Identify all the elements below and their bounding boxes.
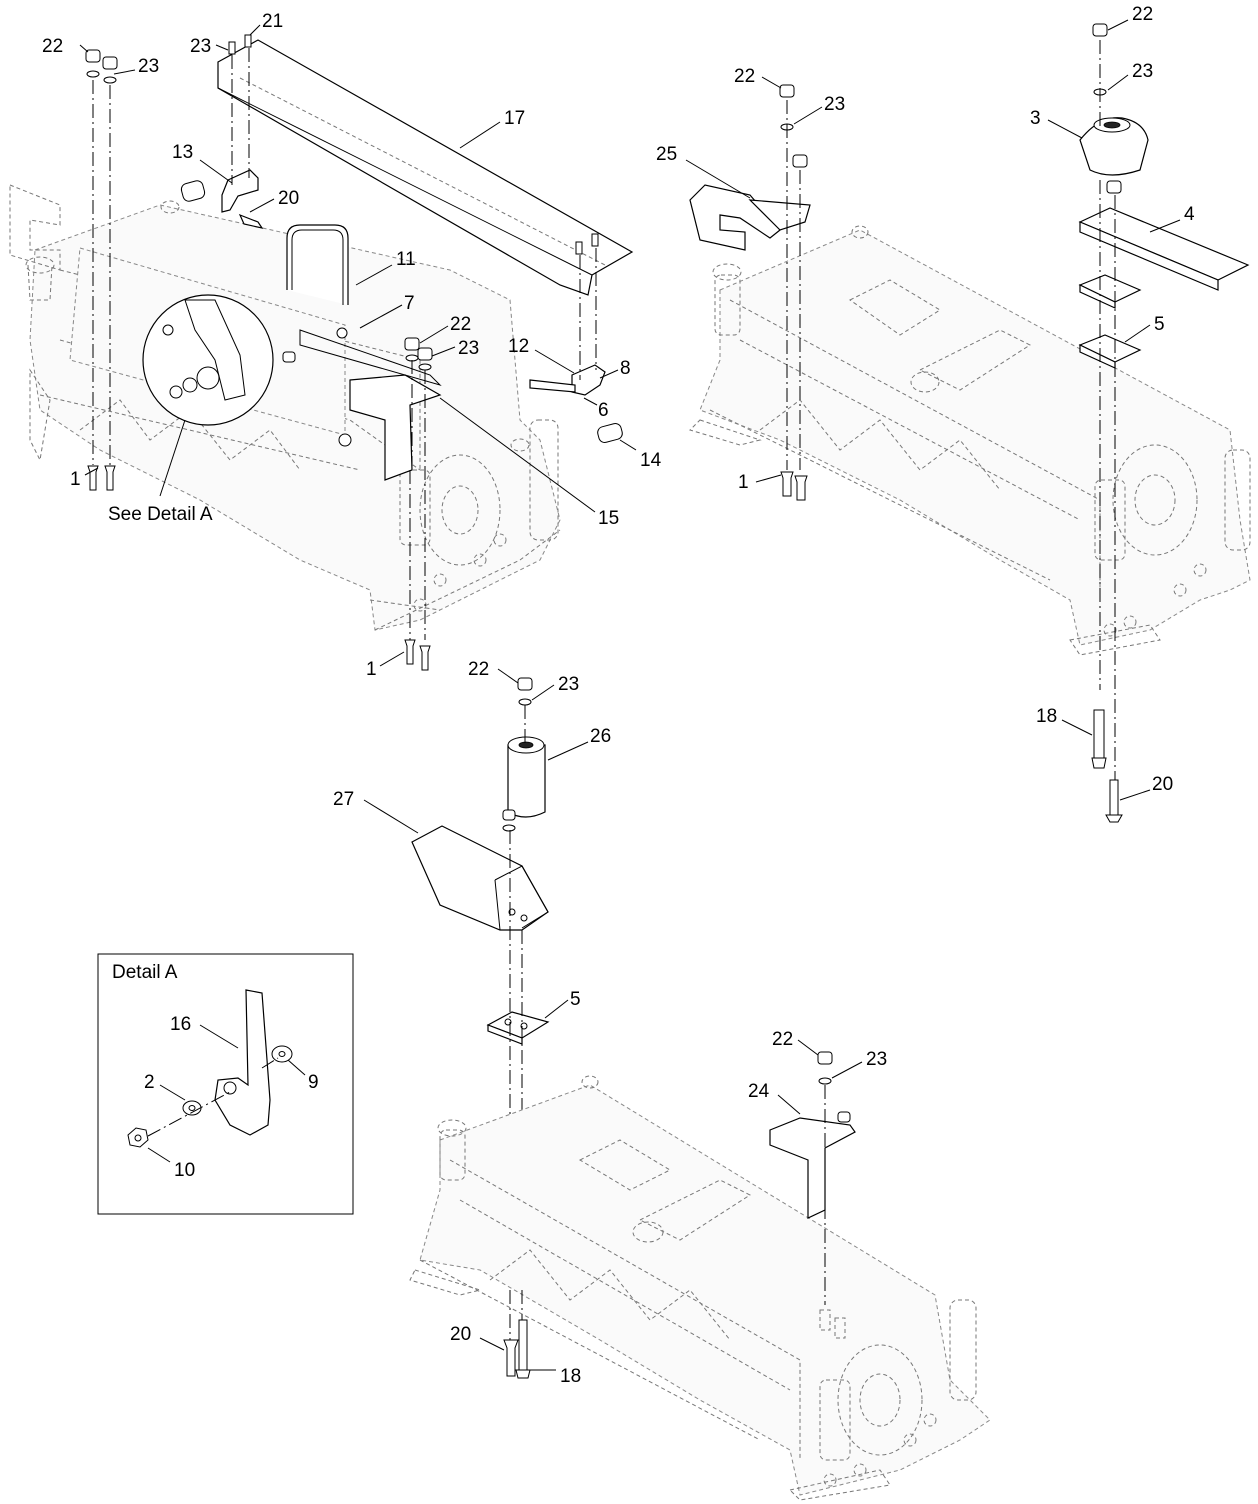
callout-22: 22 <box>42 36 63 57</box>
callout-22: 22 <box>772 1029 793 1050</box>
callout-23: 23 <box>824 94 845 115</box>
detail-a-box: Detail A 16 2 9 10 <box>97 953 354 1215</box>
callout-23: 23 <box>1132 61 1153 82</box>
callout-3: 3 <box>1030 108 1041 129</box>
callout-1: 1 <box>70 469 81 490</box>
callout-23: 23 <box>190 36 211 57</box>
callout-2: 2 <box>144 1072 155 1093</box>
bottom-assembly: 22 23 24 20 18 <box>409 1029 991 1501</box>
callout-8: 8 <box>620 358 631 379</box>
callout-23: 23 <box>866 1049 887 1070</box>
callout-6: 6 <box>598 400 609 421</box>
callout-23: 23 <box>138 56 159 77</box>
callout-1: 1 <box>366 659 377 680</box>
detail-a-callout-circle <box>142 294 274 426</box>
callout-27: 27 <box>333 789 354 810</box>
callout-22: 22 <box>468 659 489 680</box>
callout-26: 26 <box>590 726 611 747</box>
top-left-assembly: 22 23 23 21 17 13 20 11 7 22 23 12 8 6 1… <box>9 11 662 680</box>
callout-17: 17 <box>504 108 525 129</box>
callout-22: 22 <box>450 314 471 335</box>
callout-5: 5 <box>570 989 581 1010</box>
callout-24: 24 <box>748 1081 770 1102</box>
callout-23: 23 <box>558 674 579 695</box>
callout-12: 12 <box>508 336 529 357</box>
callout-9: 9 <box>308 1072 319 1093</box>
callout-15: 15 <box>598 508 619 529</box>
callout-4: 4 <box>1184 204 1195 225</box>
callout-18: 18 <box>560 1366 581 1387</box>
callout-11: 11 <box>396 249 416 270</box>
detail-a-title: Detail A <box>112 962 178 983</box>
callout-20: 20 <box>278 188 299 209</box>
callout-14: 14 <box>640 450 662 471</box>
callout-25: 25 <box>656 144 677 165</box>
top-right-assembly: 22 23 3 22 23 25 4 5 1 18 20 <box>656 4 1251 823</box>
see-detail-a-label: See Detail A <box>108 504 213 525</box>
middle-assembly: 22 23 26 27 5 <box>333 659 611 1148</box>
callout-22: 22 <box>1132 4 1153 25</box>
callout-13: 13 <box>172 142 193 163</box>
callout-23: 23 <box>458 338 479 359</box>
callout-5: 5 <box>1154 314 1165 335</box>
callout-22: 22 <box>734 66 755 87</box>
callout-18: 18 <box>1036 706 1057 727</box>
callout-16: 16 <box>170 1014 191 1035</box>
callout-7: 7 <box>404 293 415 314</box>
callout-20: 20 <box>450 1324 471 1345</box>
callout-1: 1 <box>738 472 749 493</box>
callout-21: 21 <box>262 11 283 32</box>
callout-10: 10 <box>174 1160 195 1181</box>
callout-20: 20 <box>1152 774 1173 795</box>
